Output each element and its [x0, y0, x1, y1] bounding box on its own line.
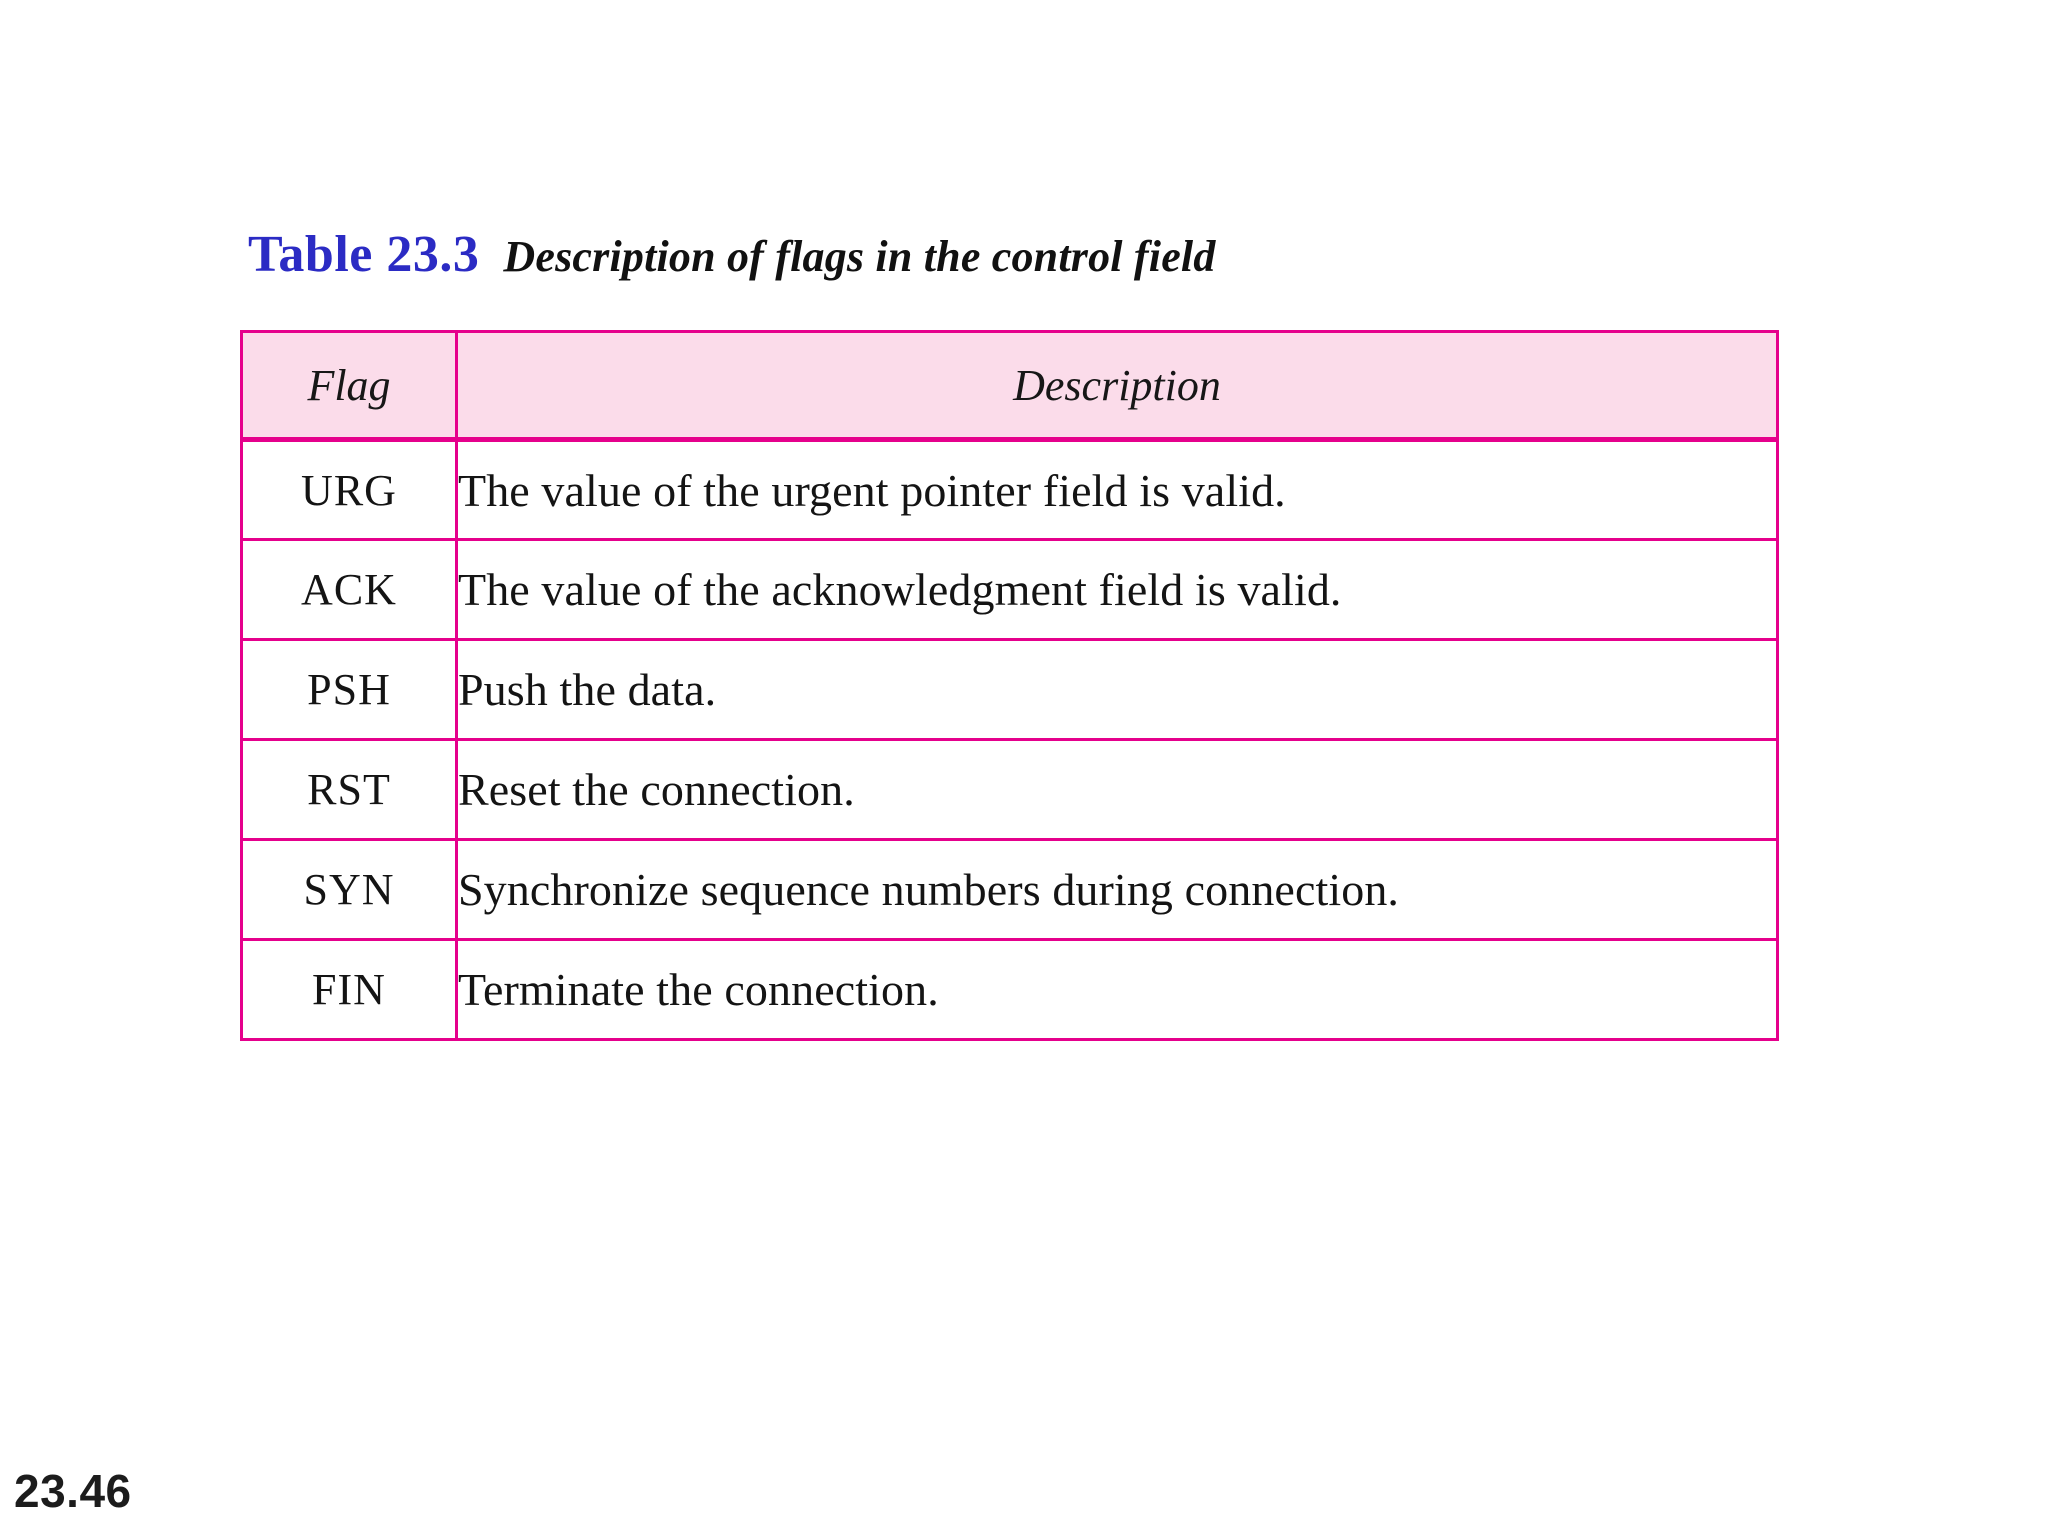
- table-title: Table 23.3 Description of flags in the c…: [248, 225, 1216, 284]
- table-row: FIN Terminate the connection.: [240, 938, 1779, 1041]
- cell-flag: RST: [240, 738, 458, 841]
- table-row: URG The value of the urgent pointer fiel…: [240, 438, 1779, 541]
- cell-flag: PSH: [240, 638, 458, 741]
- cell-description: Push the data.: [455, 638, 1779, 741]
- table-header-row: Flag Description: [240, 330, 1779, 442]
- cell-description: The value of the acknowledgment field is…: [455, 538, 1779, 641]
- table-caption-label: Description of flags in the control fiel…: [503, 232, 1216, 281]
- page-number-label: 23.46: [14, 1465, 132, 1517]
- cell-flag: URG: [240, 438, 458, 541]
- cell-description: Terminate the connection.: [455, 938, 1779, 1041]
- table-row: RST Reset the connection.: [240, 738, 1779, 841]
- table-body: URG The value of the urgent pointer fiel…: [240, 438, 1779, 1041]
- table-number-label: Table 23.3: [248, 226, 480, 283]
- cell-flag: ACK: [240, 538, 458, 641]
- cell-flag: FIN: [240, 938, 458, 1041]
- cell-description: Synchronize sequence numbers during conn…: [455, 838, 1779, 941]
- column-header-flag: Flag: [240, 330, 458, 442]
- table-row: PSH Push the data.: [240, 638, 1779, 741]
- flags-description-table: Flag Description URG The value of the ur…: [240, 330, 1779, 1041]
- column-header-description: Description: [455, 330, 1779, 442]
- cell-description: The value of the urgent pointer field is…: [455, 438, 1779, 541]
- table-header: Flag Description: [240, 330, 1779, 442]
- cell-description: Reset the connection.: [455, 738, 1779, 841]
- table-row: SYN Synchronize sequence numbers during …: [240, 838, 1779, 941]
- table-row: ACK The value of the acknowledgment fiel…: [240, 538, 1779, 641]
- cell-flag: SYN: [240, 838, 458, 941]
